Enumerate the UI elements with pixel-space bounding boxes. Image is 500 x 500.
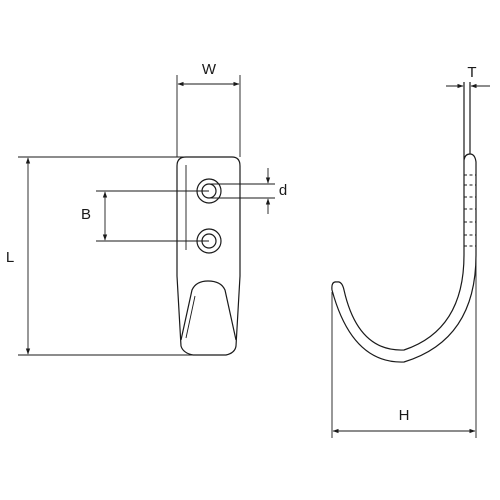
- diameter-label: d: [279, 182, 287, 199]
- width-label: W: [202, 61, 217, 78]
- thickness-label: T: [467, 64, 476, 81]
- hook-inner-contour: [336, 82, 471, 351]
- hook-tongue-edge: [185, 295, 196, 339]
- hook-tongue-outline: [180, 280, 237, 341]
- hook-outer-contour: [331, 82, 477, 363]
- depth-label: H: [399, 407, 410, 424]
- front-view: W L B d: [6, 61, 287, 356]
- pitch-label: B: [81, 206, 91, 223]
- mounting-plate-outline: [176, 156, 241, 356]
- side-view: T H: [331, 64, 490, 438]
- length-label: L: [6, 249, 14, 266]
